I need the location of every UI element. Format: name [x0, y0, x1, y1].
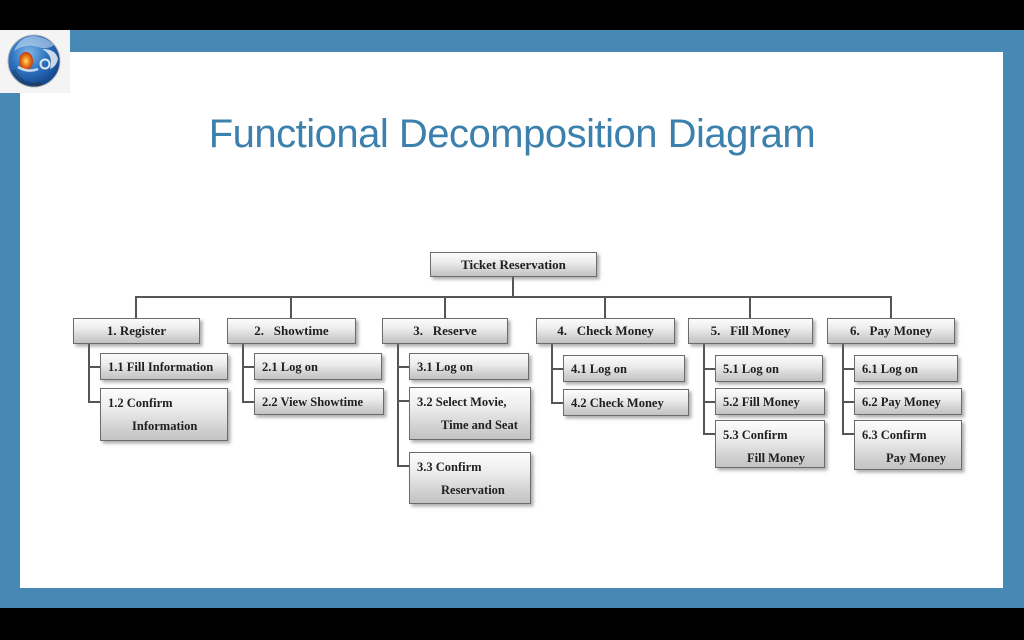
- node-check-money: 4. Check Money: [536, 318, 675, 344]
- node-paymoney-logon: 6.1 Log on: [854, 355, 958, 382]
- connector-bus: [136, 296, 891, 298]
- node-register: 1. Register: [73, 318, 200, 344]
- connector-drop-4: [604, 296, 606, 318]
- node-confirm-information: 1.2 Confirm Information: [100, 388, 228, 441]
- connector-stub-3-3: [397, 465, 409, 467]
- connector-stub-2-2: [242, 401, 254, 403]
- connector-stub-6-2: [842, 401, 854, 403]
- node-select-movie-time-seat: 3.2 Select Movie, Time and Seat: [409, 387, 531, 440]
- node-pay-money-child: 6.2 Pay Money: [854, 388, 962, 415]
- connector-stub-5-1: [703, 368, 715, 370]
- connector-stub-4-1: [551, 368, 563, 370]
- connector-stub-6-1: [842, 368, 854, 370]
- connector-root-stem: [512, 277, 514, 297]
- node-fill-information: 1.1 Fill Information: [100, 353, 228, 380]
- node-reserve-logon: 3.1 Log on: [409, 353, 529, 380]
- connector-stub-4-2: [551, 402, 563, 404]
- connector-trunk-1: [88, 344, 90, 403]
- node-root-ticket-reservation: Ticket Reservation: [430, 252, 597, 277]
- node-pay-money: 6. Pay Money: [827, 318, 955, 344]
- node-showtime-logon: 2.1 Log on: [254, 353, 382, 380]
- connector-trunk-4: [551, 344, 553, 404]
- connector-drop-1: [135, 296, 137, 318]
- globe-icon: 011011001010: [7, 34, 61, 88]
- page-title: Functional Decomposition Diagram: [208, 112, 816, 156]
- connector-stub-1-1: [88, 366, 100, 368]
- frame-left-bar: [0, 30, 20, 608]
- node-fill-money: 5. Fill Money: [688, 318, 813, 344]
- node-fill-money-child: 5.2 Fill Money: [715, 388, 825, 415]
- connector-stub-1-2: [88, 401, 100, 403]
- connector-stub-2-1: [242, 366, 254, 368]
- letterbox-top: [0, 0, 1024, 30]
- frame-top-bar: [0, 30, 1024, 52]
- connector-stub-3-1: [397, 366, 409, 368]
- node-check-money-child: 4.2 Check Money: [563, 389, 689, 416]
- node-confirm-pay-money: 6.3 Confirm Pay Money: [854, 420, 962, 470]
- node-reserve: 3. Reserve: [382, 318, 508, 344]
- node-fillmoney-logon: 5.1 Log on: [715, 355, 823, 382]
- connector-drop-2: [290, 296, 292, 318]
- connector-stub-5-3: [703, 433, 715, 435]
- node-confirm-fill-money: 5.3 Confirm Fill Money: [715, 420, 825, 468]
- connector-stub-6-3: [842, 433, 854, 435]
- connector-trunk-6: [842, 344, 844, 435]
- connector-trunk-2: [242, 344, 244, 403]
- connector-drop-3: [444, 296, 446, 318]
- connector-drop-6: [890, 296, 892, 318]
- node-showtime: 2. Showtime: [227, 318, 356, 344]
- node-confirm-reservation: 3.3 Confirm Reservation: [409, 452, 531, 504]
- letterbox-bottom: [0, 608, 1024, 640]
- connector-drop-5: [749, 296, 751, 318]
- connector-stub-3-2: [397, 400, 409, 402]
- connector-trunk-3: [397, 344, 399, 467]
- globe-logo: 011011001010: [0, 30, 70, 93]
- frame-right-bar: [1003, 30, 1024, 608]
- frame-bottom-bar: [0, 588, 1024, 608]
- node-view-showtime: 2.2 View Showtime: [254, 388, 384, 415]
- node-checkmoney-logon: 4.1 Log on: [563, 355, 685, 382]
- connector-stub-5-2: [703, 401, 715, 403]
- connector-trunk-5: [703, 344, 705, 435]
